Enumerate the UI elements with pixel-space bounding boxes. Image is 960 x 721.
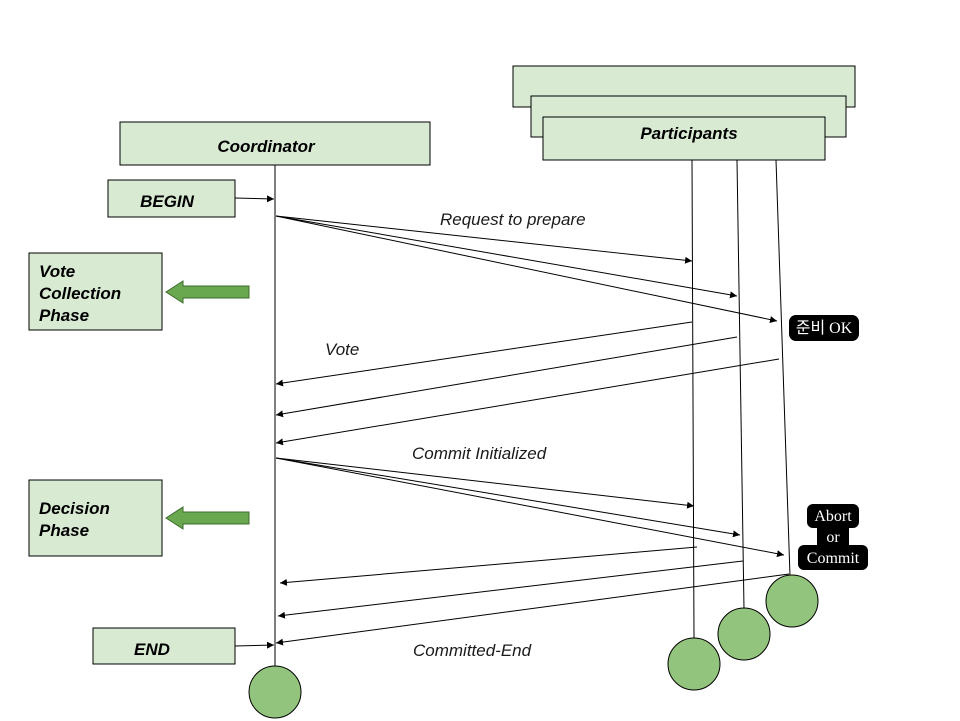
vote-phase-line-3: Phase (39, 306, 89, 325)
participant-2-end-circle (717, 607, 771, 661)
request-msg-2 (275, 215, 738, 299)
vote-msg-2 (275, 336, 738, 418)
coordinator-label: Coordinator (217, 137, 316, 156)
commit-msg-3 (275, 457, 785, 558)
vote-label: Vote (325, 340, 359, 359)
vote-phase-arrow-icon (165, 280, 250, 304)
begin-label: BEGIN (140, 192, 195, 211)
vote-msg-3 (275, 358, 780, 446)
end-label: END (134, 640, 170, 659)
abort-commit-line-3: Commit (807, 550, 860, 567)
ack-msg-3 (275, 573, 790, 646)
participants-label: Participants (640, 124, 737, 143)
prepare-ok-text: 준비 OK (796, 319, 853, 337)
ack-msg-1 (279, 546, 698, 586)
end-box (92, 627, 236, 665)
abort-commit-line-2: or (826, 529, 840, 546)
abort-commit-note-mid (817, 522, 849, 548)
request-label: Request to prepare (440, 210, 586, 229)
prepare-ok-note (789, 315, 859, 341)
begin-connector (234, 195, 275, 203)
commit-msg-2 (275, 457, 741, 538)
vote-phase-box (28, 252, 163, 331)
decision-phase-box (28, 479, 163, 557)
decision-phase-line-2: Phase (39, 521, 89, 540)
vote-phase-line-2: Collection (39, 284, 121, 303)
vote-phase-line-1: Vote (39, 262, 75, 281)
participant-2-lifeline (736, 159, 745, 610)
commit-label: Commit Initialized (412, 444, 547, 463)
request-msg-3 (275, 215, 778, 323)
vote-msg-1 (275, 321, 693, 387)
commit-msg-1 (275, 457, 695, 509)
coordinator-end-circle (248, 665, 302, 719)
coordinator-box (119, 121, 431, 166)
ack-msg-2 (277, 560, 744, 619)
participants-box-front (542, 116, 826, 161)
abort-commit-note-bottom (798, 545, 868, 570)
abort-commit-line-1: Abort (814, 508, 852, 525)
committed-end-label: Committed-End (413, 641, 532, 660)
end-connector (234, 641, 275, 649)
begin-box (107, 179, 236, 218)
participant-3-end-circle (765, 574, 819, 628)
decision-phase-line-1: Decision (39, 499, 110, 518)
participant-1-end-circle (667, 637, 721, 691)
participant-1-lifeline (691, 159, 695, 640)
request-msg-1 (275, 215, 693, 264)
decision-phase-arrow-icon (165, 506, 250, 530)
participant-3-lifeline (775, 159, 791, 577)
